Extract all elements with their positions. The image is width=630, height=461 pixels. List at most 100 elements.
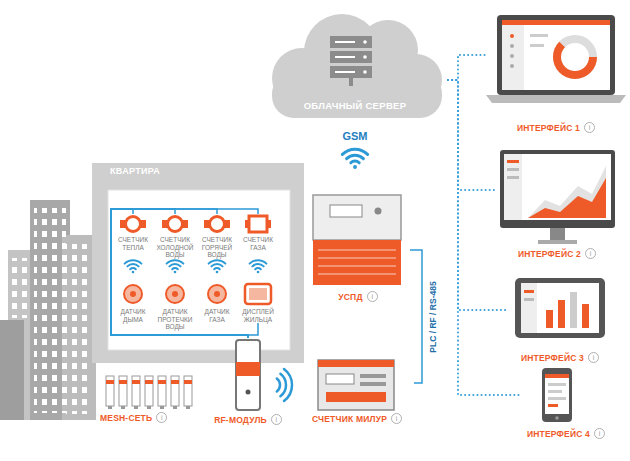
info-icon: i: [156, 412, 167, 423]
server-icon: [349, 78, 353, 86]
buildings: [0, 320, 24, 420]
buildings: [30, 200, 70, 420]
mesh-devices: [171, 376, 179, 409]
gsm-wireless: [342, 149, 367, 169]
buildings: [62, 235, 96, 420]
buildings: [34, 208, 66, 413]
laptop-icon: [502, 20, 610, 90]
wireless-icons: [125, 260, 142, 273]
monitor-icon: [507, 160, 519, 163]
server-icon: [335, 41, 355, 43]
rf-waves: [284, 369, 292, 401]
uspd-device: [330, 205, 362, 217]
connector: [248, 323, 258, 338]
mesh-devices: [106, 380, 114, 384]
monitor-icon: [507, 168, 519, 171]
phone-icon: [548, 390, 562, 393]
connector: [111, 209, 248, 338]
wireless-icons: [167, 260, 184, 273]
mesh-network: MESH-СЕТЬ i: [100, 372, 200, 423]
display-icon: [249, 288, 267, 300]
rf-waves: [277, 379, 280, 392]
node-label: ОБЛАЧНЫЙ СЕРВЕР: [262, 100, 448, 111]
server-icon: [363, 40, 367, 44]
mesh-devices: [145, 376, 153, 409]
label-row: УСПДi: [306, 291, 410, 302]
phone-icon: [548, 383, 566, 386]
monitor-icon: [504, 154, 611, 220]
sensor: ДАТЧИК ПРОТЕЧКИ ВОДЫ: [154, 264, 196, 331]
buildings: [10, 258, 30, 318]
display-icon: [245, 284, 271, 304]
laptop-icon: [502, 20, 610, 25]
server-icon: [330, 66, 372, 78]
meter-icons: [245, 220, 249, 228]
milur-meter: [318, 360, 394, 410]
uspd-device: [318, 250, 396, 274]
node-label: КВАРТИРА: [92, 166, 304, 177]
server-icon: [363, 55, 367, 59]
node-label: MESH-СЕТЬ: [100, 413, 152, 423]
tablet-icon: [521, 283, 537, 333]
wireless-icons: [125, 260, 267, 273]
meter: СЧЕТЧИК ХОЛОДНОЙ ВОДЫ: [154, 214, 196, 259]
sensor-icons: [166, 285, 184, 303]
tablet-icon: [521, 283, 599, 333]
monitor-icon: [550, 228, 565, 240]
sensor-icons: [208, 285, 226, 303]
laptop-icon: [510, 44, 514, 48]
buildings: [0, 200, 96, 420]
uspd-device: [318, 274, 396, 275]
info-icon: i: [584, 122, 595, 133]
info-icon: i: [594, 428, 605, 439]
phone-icon: [548, 397, 566, 400]
meter-icons: [249, 216, 267, 232]
laptop-icon: [502, 20, 524, 90]
node-label: RF-МОДУЛЬ: [214, 415, 267, 425]
rf-module: [246, 390, 251, 395]
rf-module: RF-МОДУЛЬi: [210, 338, 286, 425]
mesh-devices: [132, 376, 140, 409]
connector: [410, 250, 422, 383]
display: ДИСПЛЕЙ ЖИЛЬЦА: [237, 264, 279, 323]
laptop-icon: [557, 39, 593, 75]
connector: [448, 55, 486, 80]
tablet-icon: [546, 310, 553, 328]
tablet-icon: [558, 300, 565, 328]
gsm-wireless: [342, 149, 367, 169]
connector: [111, 209, 258, 338]
connector: [111, 209, 248, 338]
mesh-devices: [106, 376, 114, 406]
cloud-server: ОБЛАЧНЫЙ СЕРВЕР: [262, 10, 448, 120]
mesh-devices: [106, 376, 192, 409]
laptop-icon: [530, 44, 544, 47]
laptop-icon: [510, 64, 514, 68]
sensor: ДАТЧИК ГАЗА: [196, 264, 238, 323]
node-label: ИНТЕРФЕЙС 3: [521, 353, 584, 363]
node-label: ИНТЕРФЕЙС 2: [518, 249, 581, 259]
server-icon: [363, 70, 367, 74]
uspd-device: [318, 266, 396, 267]
connector: [111, 209, 248, 338]
monitor-icon: [504, 154, 522, 220]
wireless-icons: [250, 260, 267, 273]
phone-icon: [545, 374, 569, 414]
uspd-device: [375, 208, 382, 215]
server-icon: [330, 36, 372, 48]
edge-label: PLC / RF / RS-485: [427, 281, 437, 352]
monitor-icon: [538, 240, 577, 244]
phone-icon: [542, 368, 572, 422]
uspd-device: [313, 240, 401, 285]
apartment-box: КВАРТИРАСЧЕТЧИК ТЕПЛАСЧЕТЧИК ХОЛОДНОЙ ВО…: [92, 163, 304, 363]
node-label: ДАТЧИК ПРОТЕЧКИ ВОДЫ: [154, 308, 196, 331]
uspd-device: [313, 195, 401, 240]
mesh-devices: [184, 376, 192, 409]
phone-icon: [548, 404, 558, 407]
laptop-icon: [530, 34, 548, 37]
sensor: ДАТЧИК ДЫМА: [112, 264, 154, 323]
rf-module: [236, 340, 260, 410]
meter-icons: [120, 217, 146, 232]
monitor-icon: [500, 150, 615, 228]
